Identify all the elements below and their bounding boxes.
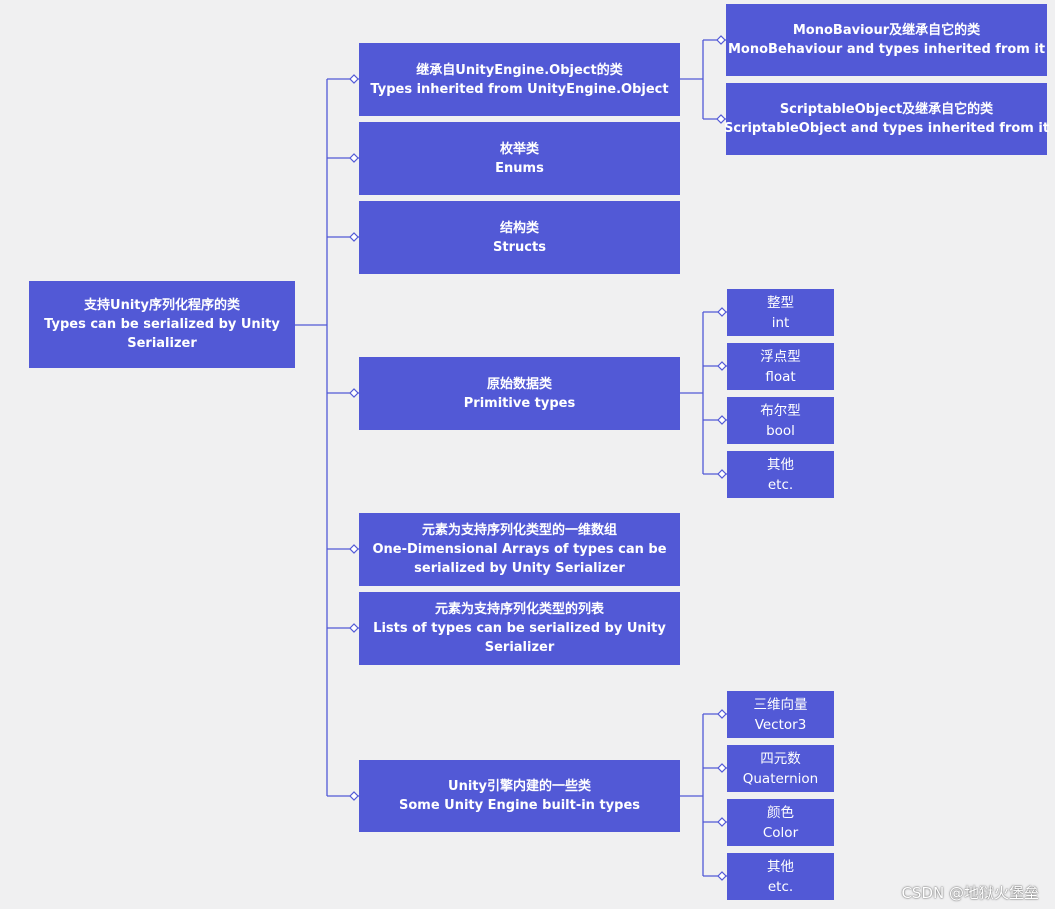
leaf-label-en: MonoBehaviour and types inherited from i…: [727, 42, 1046, 57]
branch-label-en: Enums: [495, 160, 544, 176]
leaf-label-zh: 整型: [767, 294, 794, 311]
connector-diamond-icon: [717, 817, 727, 827]
leaf-label-en: int: [771, 314, 790, 331]
connector-diamond-icon: [349, 544, 359, 554]
connector-diamond-icon: [349, 623, 359, 633]
connector-diamond-icon: [717, 763, 727, 773]
branch-label-zh: 枚举类: [499, 141, 539, 157]
connector-diamond-icon: [349, 153, 359, 163]
leaf-label-zh: 其他: [767, 456, 794, 473]
connector-diamond-icon: [717, 307, 727, 317]
branch-one-dimensional-arrays: 元素为支持序列化类型的一维数组 One-Dimensional Arrays o…: [359, 513, 680, 586]
root-title-zh: 支持Unity序列化程序的类: [84, 298, 240, 313]
leaf-vector3: 三维向量 Vector3: [727, 691, 834, 738]
branch-label-en: Some Unity Engine built-in types: [398, 798, 641, 813]
leaf-label-en: ScriptableObject and types inherited fro…: [723, 121, 1050, 136]
branch-label-zh: Unity引擎内建的一些类: [448, 779, 591, 794]
branch-label-en: Primitive types: [463, 395, 576, 411]
leaf-label-zh: 四元数: [760, 750, 801, 767]
leaf-label-en: etc.: [767, 878, 794, 895]
leaf-label-en: bool: [766, 422, 795, 439]
leaf-label-en: Vector3: [754, 716, 807, 733]
leaf-scriptableobject: ScriptableObject及继承自它的类 ScriptableObject…: [723, 83, 1050, 155]
connector-diamond-icon: [717, 415, 727, 425]
branch-unityengine-object: 继承自UnityEngine.Object的类 Types inherited …: [359, 43, 680, 116]
leaf-label-zh: MonoBaviour及继承自它的类: [792, 23, 981, 38]
branch-label-zh: 元素为支持序列化类型的一维数组: [421, 523, 617, 538]
branch-enums: 枚举类 Enums: [359, 122, 680, 195]
branch-label-zh: 结构类: [499, 220, 539, 236]
leaf-label-zh: 其他: [767, 858, 794, 875]
leaf-label-zh: 颜色: [767, 804, 794, 821]
connector-diamond-icon: [349, 791, 359, 801]
leaf-bool: 布尔型 bool: [727, 397, 834, 444]
branch-structs: 结构类 Structs: [359, 201, 680, 274]
branch-label-en: One-Dimensional Arrays of types can be s…: [372, 542, 667, 576]
leaf-label-zh: 三维向量: [753, 696, 808, 713]
branch-label-zh: 继承自UnityEngine.Object的类: [416, 62, 623, 78]
branch-label-en: Lists of types can be serialized by Unit…: [373, 621, 666, 655]
branch-label-zh: 原始数据类: [486, 376, 552, 392]
connector-diamond-icon: [717, 469, 727, 479]
branch-unity-built-in-types: Unity引擎内建的一些类 Some Unity Engine built-in…: [359, 760, 680, 832]
leaf-int: 整型 int: [727, 289, 834, 336]
leaf-label-zh: 浮点型: [760, 348, 801, 365]
leaf-label-zh: 布尔型: [760, 402, 801, 419]
connector-diamond-icon: [717, 709, 727, 719]
watermark: CSDN @地狱火堡垒: [901, 884, 1039, 902]
connector-diamond-icon: [349, 388, 359, 398]
branch-primitive-types: 原始数据类 Primitive types: [359, 357, 680, 430]
root-node: 支持Unity序列化程序的类 Types can be serialized b…: [29, 281, 295, 368]
branch-label-en: Structs: [493, 239, 546, 255]
connector-diamond-icon: [349, 232, 359, 242]
leaf-quaternion: 四元数 Quaternion: [727, 745, 834, 792]
branch-lists: 元素为支持序列化类型的列表 Lists of types can be seri…: [359, 592, 680, 665]
connector-diamond-icon: [716, 114, 726, 124]
connector-diamond-icon: [716, 35, 726, 45]
leaf-label-en: Color: [762, 824, 799, 841]
branch-label-zh: 元素为支持序列化类型的列表: [434, 602, 604, 617]
leaf-color: 颜色 Color: [727, 799, 834, 846]
leaf-monobehaviour: MonoBaviour及继承自它的类 MonoBehaviour and typ…: [726, 4, 1047, 76]
leaf-primitive-etc: 其他 etc.: [727, 451, 834, 498]
leaf-label-zh: ScriptableObject及继承自它的类: [779, 102, 994, 117]
branch-label-en: Types inherited from UnityEngine.Object: [370, 81, 669, 97]
connector-diamond-icon: [717, 871, 727, 881]
leaf-float: 浮点型 float: [727, 343, 834, 390]
leaf-builtin-etc: 其他 etc.: [727, 853, 834, 900]
connector-diamond-icon: [717, 361, 727, 371]
leaf-label-en: Quaternion: [742, 770, 819, 787]
root-title-en: Types can be serialized by Unity Seriali…: [44, 317, 280, 351]
leaf-label-en: float: [765, 368, 796, 385]
leaf-label-en: etc.: [767, 476, 794, 493]
connector-diamond-icon: [349, 74, 359, 84]
